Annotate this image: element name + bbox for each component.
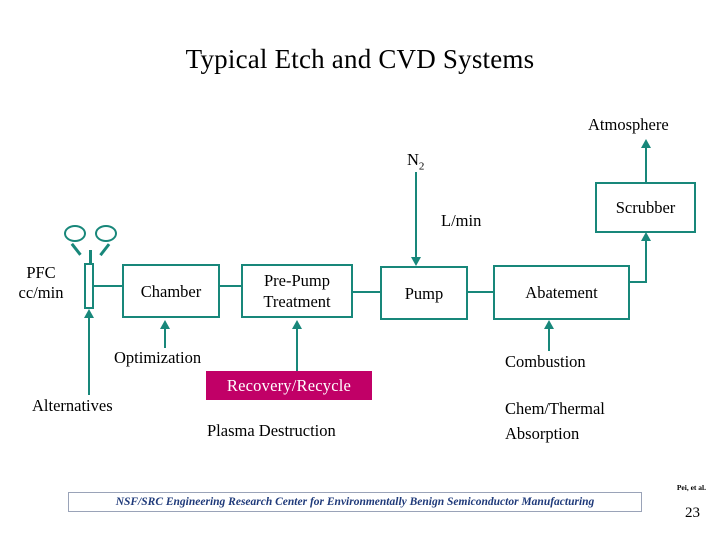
process-box-chamber-label: Chamber — [140, 281, 202, 301]
label-lmin: L/min — [441, 211, 482, 230]
label-absorption: Absorption — [505, 424, 580, 443]
arrowhead-into-prepump — [292, 320, 302, 329]
valve-handle-left-icon — [64, 225, 86, 242]
process-box-pump[interactable]: Pump — [380, 266, 468, 320]
process-box-recovery-recycle[interactable]: Recovery/Recycle — [206, 371, 372, 400]
arrowhead-into-atmosphere — [641, 139, 651, 148]
arrowhead-into-scrubber — [641, 232, 651, 241]
slide-title: Typical Etch and CVD Systems — [185, 44, 535, 74]
connector-combustion-to-abatement — [548, 329, 550, 351]
connector-chamber-to-prepump — [220, 285, 241, 287]
label-alternatives: Alternatives — [32, 396, 113, 415]
process-box-abatement[interactable]: Abatement — [493, 265, 630, 320]
label-plasma-destruction: Plasma Destruction — [207, 421, 336, 440]
label-atmosphere: Atmosphere — [588, 115, 669, 134]
process-box-pre-pump-label-line1: Pre-Pump — [264, 271, 330, 290]
process-box-pump-label: Pump — [404, 283, 444, 303]
process-box-abatement-label: Abatement — [525, 283, 598, 302]
label-chem-thermal: Chem/Thermal — [505, 399, 605, 418]
process-box-scrubber-label: Scrubber — [615, 198, 676, 217]
process-box-chamber[interactable]: Chamber — [122, 264, 220, 318]
label-n2-subscript: 2 — [418, 160, 425, 173]
credit-line: Pei, et al. — [676, 483, 706, 492]
valve-stem-icon — [89, 250, 92, 266]
connector-abatement-to-riser — [630, 281, 647, 283]
connector-alternatives-to-mfc — [88, 317, 90, 395]
label-pfc-line2: cc/min — [18, 283, 64, 302]
label-optimization: Optimization — [114, 348, 202, 367]
arrowhead-into-chamber — [160, 320, 170, 329]
process-box-pre-pump-treatment[interactable]: Pre-Pump Treatment — [241, 264, 353, 318]
label-combustion: Combustion — [505, 352, 586, 371]
connector-n2-to-pump — [415, 172, 417, 258]
connector-mfc-to-chamber — [94, 285, 122, 287]
label-n2: N2 — [407, 150, 424, 176]
footer-banner-text: NSF/SRC Engineering Research Center for … — [115, 496, 595, 508]
arrowhead-into-pump — [411, 257, 421, 266]
label-pfc-line1: PFC — [26, 263, 56, 282]
label-n2-text: N — [407, 150, 419, 169]
process-box-recovery-recycle-label: Recovery/Recycle — [226, 375, 352, 395]
connector-riser-to-scrubber — [645, 240, 647, 283]
footer-banner: NSF/SRC Engineering Research Center for … — [68, 492, 642, 512]
mass-flow-controller-body — [84, 263, 94, 309]
valve-handle-right-icon — [95, 225, 117, 242]
process-box-scrubber[interactable]: Scrubber — [595, 182, 696, 233]
arrowhead-into-abatement — [544, 320, 554, 329]
arrowhead-into-mfc — [84, 309, 94, 318]
connector-optimization-to-chamber — [164, 329, 166, 348]
page-number: 23 — [685, 505, 700, 521]
connector-recovery-to-prepump — [296, 329, 298, 371]
valve-arm-left-icon — [70, 243, 82, 256]
process-box-pre-pump-label-line2: Treatment — [263, 292, 331, 311]
connector-scrubber-to-atmosphere — [645, 147, 647, 182]
valve-arm-right-icon — [99, 243, 110, 256]
connector-pump-to-abatement — [468, 291, 493, 293]
connector-prepump-to-pump — [353, 291, 380, 293]
